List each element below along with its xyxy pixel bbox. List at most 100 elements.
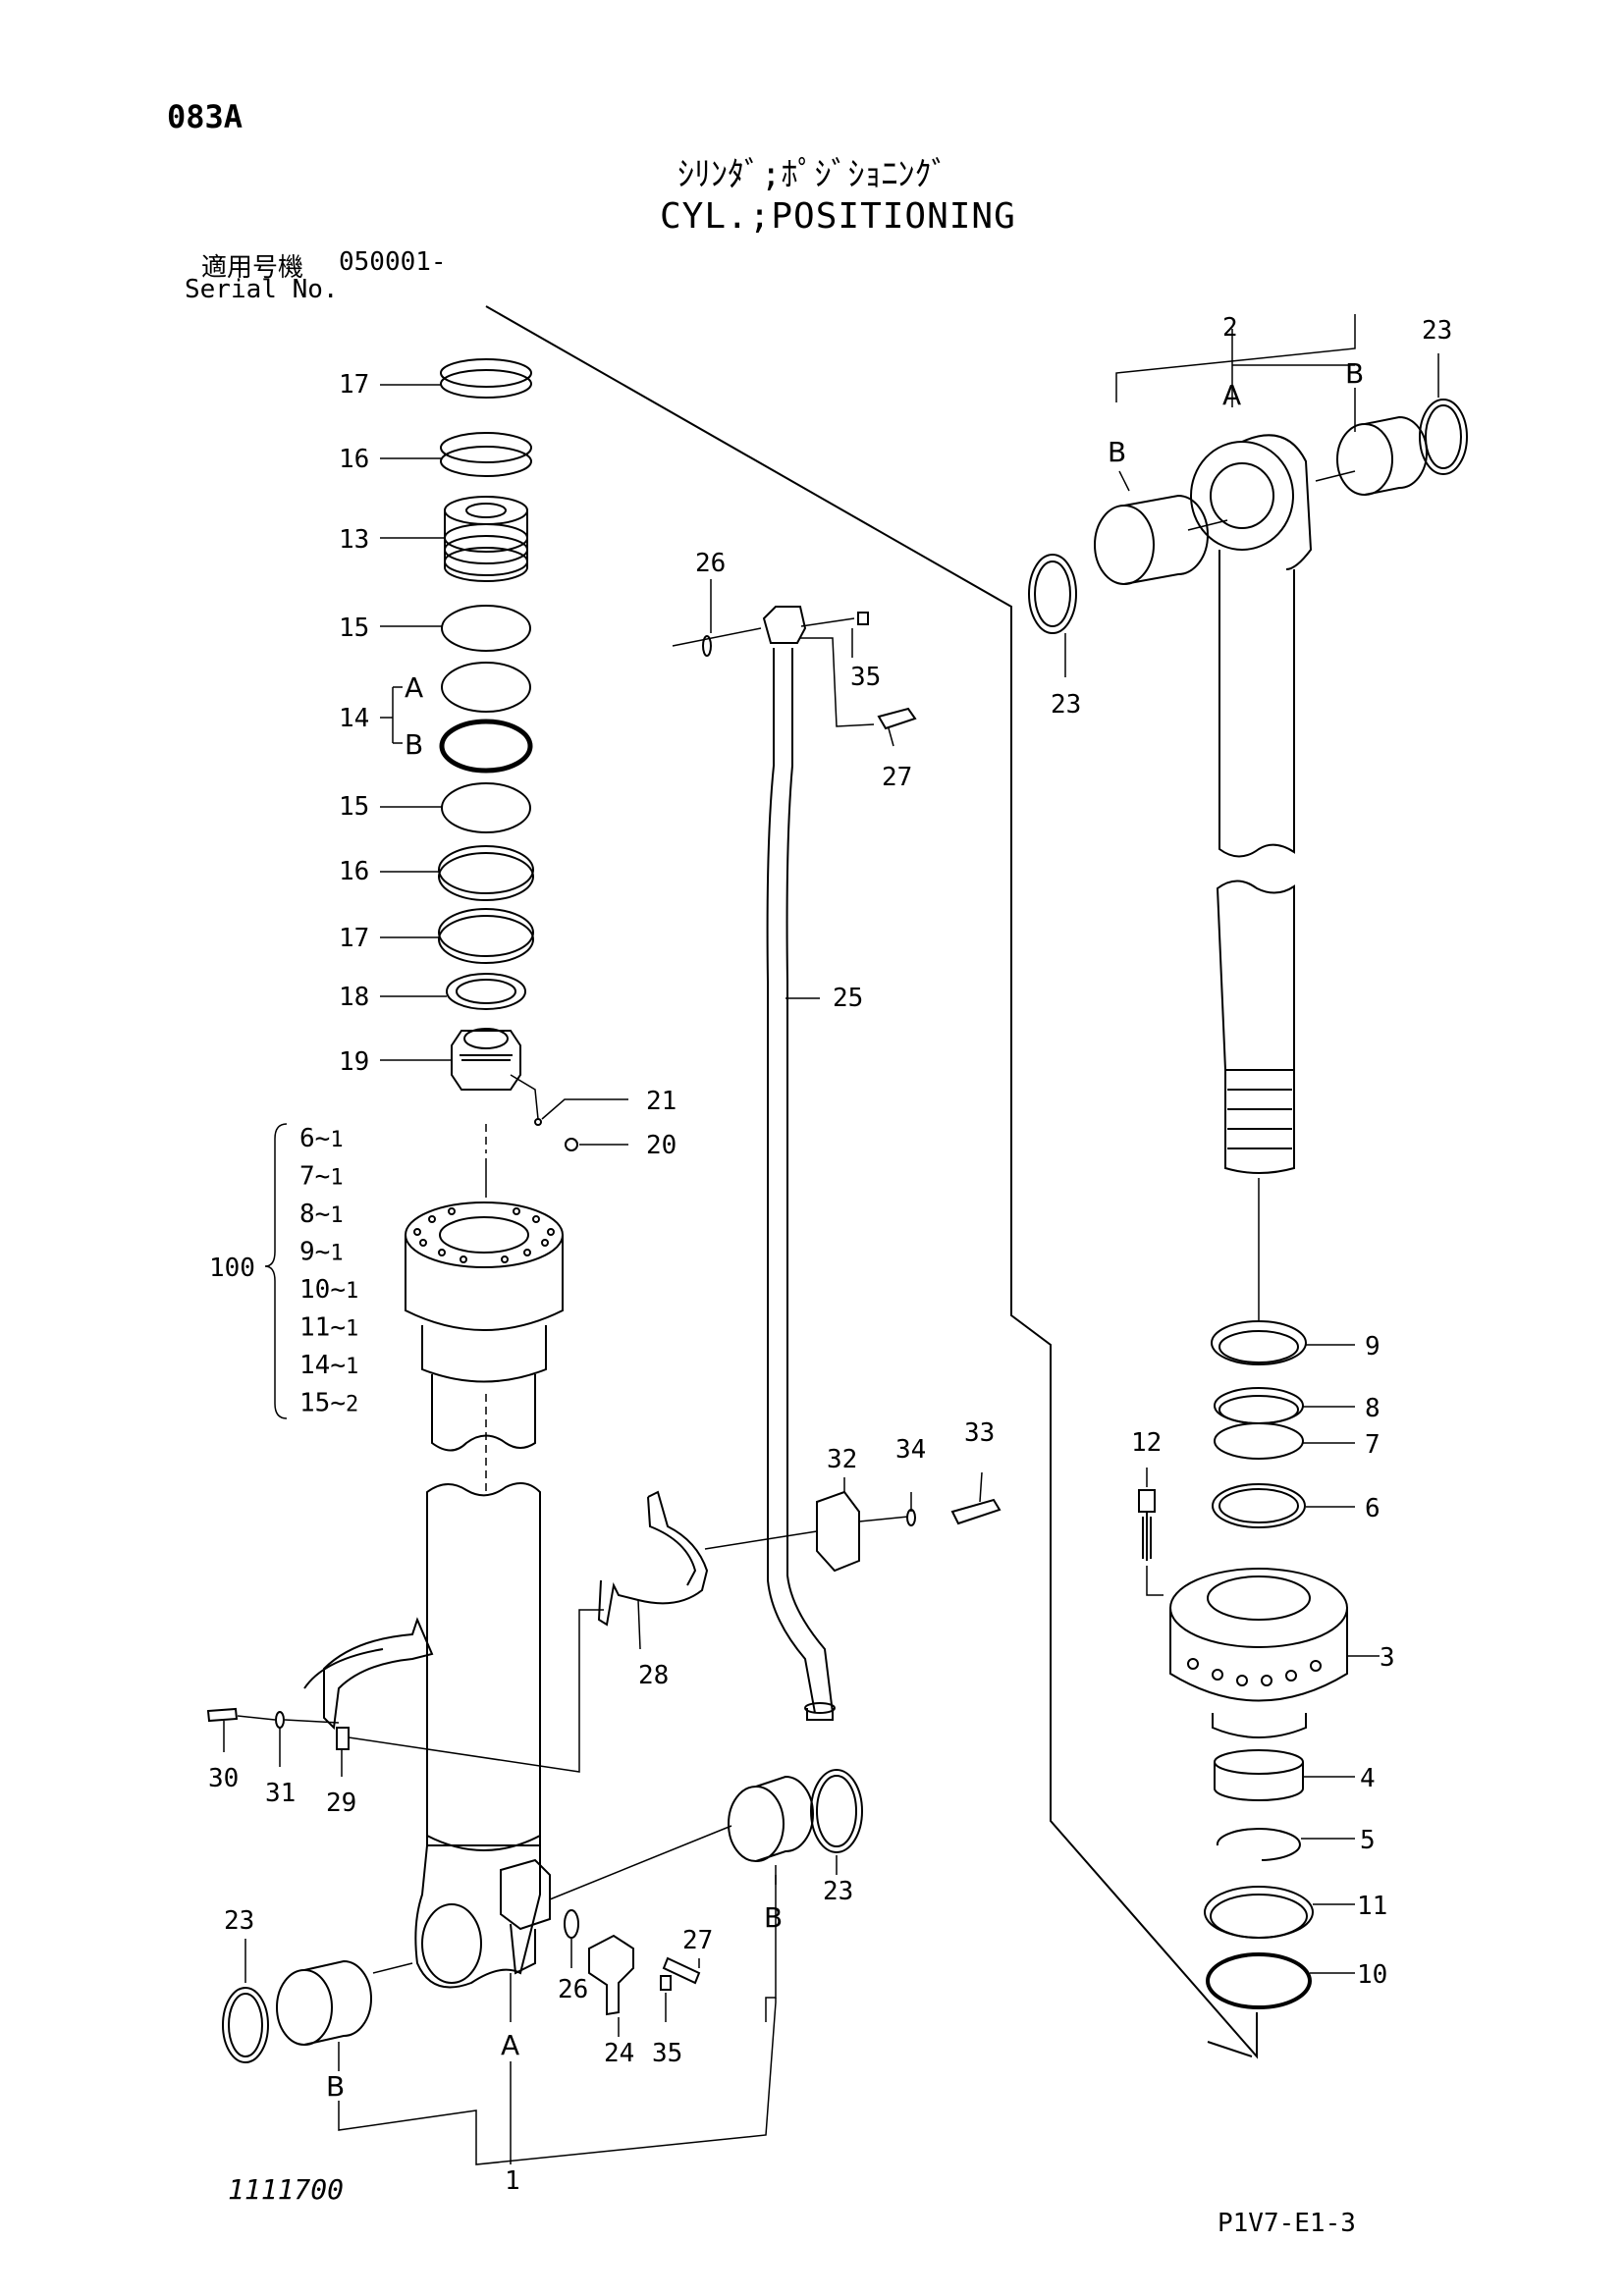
callout-34: 34 <box>895 1435 926 1465</box>
leader-lines <box>223 314 1439 2165</box>
part-28-clamp <box>597 1490 709 1627</box>
callout-18: 18 <box>339 983 369 1012</box>
part-29-clamp <box>303 1617 434 1750</box>
part-2-piston-rod <box>1190 434 1313 1174</box>
part-26-upper-oring <box>702 635 712 657</box>
kit-100-item-part: 10 <box>299 1275 330 1305</box>
part-18-washer <box>446 973 526 1010</box>
part-4-bushing <box>1214 1749 1304 1801</box>
kit-100-item-sep: ~ <box>330 1275 346 1305</box>
part-14b-ring <box>439 719 533 774</box>
part-17-lower-ring <box>438 908 534 964</box>
title-japanese: ｼﾘﾝﾀﾞ;ﾎﾟｼﾞｼｮﾆﾝｸﾞ <box>677 155 948 194</box>
part-10-oring <box>1206 1952 1312 2009</box>
kit-100-item-qty: 1 <box>346 1317 358 1342</box>
cylinder-tube <box>414 1374 551 1989</box>
kit-100-item: 11~1 <box>299 1313 358 1343</box>
part-bushing-b-lower-right <box>728 1775 814 1862</box>
part-6-seal <box>1212 1483 1306 1528</box>
kit-100-item-qty: 1 <box>346 1279 358 1304</box>
callout-b-lower-right: B <box>764 1901 783 1934</box>
part-11-ring <box>1204 1886 1314 1939</box>
kit-100-item-sep: ~ <box>315 1200 331 1229</box>
callout-21: 21 <box>646 1087 677 1116</box>
part-5-snap-ring <box>1216 1828 1301 1861</box>
callout-16-upper: 16 <box>339 445 369 474</box>
callout-35-upper: 35 <box>850 663 881 692</box>
callout-2: 2 <box>1222 313 1238 343</box>
callout-14: 14 <box>339 704 369 733</box>
kit-100-item-sep: ~ <box>315 1124 331 1153</box>
part-16-lower-ring <box>438 845 534 901</box>
part-20-screw <box>565 1138 578 1151</box>
callout-3: 3 <box>1380 1643 1395 1673</box>
part-21-pin <box>534 1118 542 1126</box>
kit-100-item-part: 9 <box>299 1238 315 1267</box>
part-23-seal-lower-right <box>810 1769 863 1853</box>
part-23-seal-lower-left <box>222 1987 269 2063</box>
kit-100-item-qty: 1 <box>330 1166 343 1191</box>
callout-24: 24 <box>604 2039 634 2068</box>
callout-30: 30 <box>208 1764 239 1793</box>
callout-23-upper-right: 23 <box>1422 316 1452 346</box>
callout-35-lower: 35 <box>652 2039 682 2068</box>
callout-7: 7 <box>1365 1430 1380 1460</box>
part-35-upper-plug <box>857 612 869 625</box>
kit-100-item-sep: ~ <box>330 1351 346 1380</box>
callout-15-upper: 15 <box>339 614 369 643</box>
callout-19: 19 <box>339 1047 369 1077</box>
part-27-upper-bolt <box>877 707 917 730</box>
part-34-washer <box>906 1509 916 1526</box>
callout-a-lower: A <box>501 2029 519 2061</box>
part-2-bushing-b-right <box>1336 415 1428 496</box>
sheet-code: P1V7-E1-3 <box>1218 2209 1356 2238</box>
part-2-bushing-b-left <box>1094 494 1209 585</box>
callout-29: 29 <box>326 1789 356 1818</box>
kit-100-item: 14~1 <box>299 1351 358 1380</box>
part-bushing-b-lower-left <box>276 1959 372 2046</box>
callout-16-lower: 16 <box>339 857 369 886</box>
kit-100-item-sep: ~ <box>315 1238 331 1267</box>
kit-100-item: 15~2 <box>299 1389 358 1418</box>
callout-27-upper: 27 <box>882 763 912 792</box>
kit-100-item-part: 15 <box>299 1389 330 1418</box>
callout-11: 11 <box>1357 1892 1387 1921</box>
kit-100-item-part: 14 <box>299 1351 330 1380</box>
callout-b-lower-left: B <box>326 2070 345 2103</box>
kit-100-item-part: 8 <box>299 1200 315 1229</box>
callout-13: 13 <box>339 525 369 555</box>
part-14a-ring <box>441 662 531 713</box>
callout-28: 28 <box>638 1661 669 1690</box>
kit-100-item: 9~1 <box>299 1238 344 1267</box>
callout-4: 4 <box>1360 1764 1376 1793</box>
callout-14-b: B <box>405 728 423 761</box>
callout-23-lower-left: 23 <box>224 1906 254 1936</box>
part-31-washer <box>275 1711 285 1729</box>
callout-100: 100 <box>209 1254 255 1283</box>
kit-100-item: 8~1 <box>299 1200 344 1229</box>
callout-17-lower: 17 <box>339 924 369 953</box>
cylinder-head <box>405 1201 564 1383</box>
kit-100-item: 6~1 <box>299 1124 344 1153</box>
part-3-rod-cover <box>1169 1568 1348 1738</box>
kit-100-item-part: 11 <box>299 1313 330 1343</box>
kit-100-item-part: 7 <box>299 1162 315 1192</box>
kit-100-item-qty: 1 <box>346 1355 358 1379</box>
kit-100-item-sep: ~ <box>330 1389 346 1418</box>
kit-100-list: 6~17~18~19~110~111~114~115~2 <box>299 1124 358 1418</box>
callout-2-a: A <box>1222 379 1241 411</box>
kit-100-item-qty: 1 <box>330 1128 343 1152</box>
callout-25: 25 <box>833 984 863 1013</box>
part-13-piston <box>444 496 528 582</box>
drawing-number: 1111700 <box>228 2173 345 2206</box>
callout-33: 33 <box>964 1418 995 1448</box>
kit-100-item: 10~1 <box>299 1275 358 1305</box>
callout-17-upper: 17 <box>339 370 369 400</box>
part-24-elbow <box>588 1934 634 2016</box>
kit-100-item-qty: 2 <box>346 1393 358 1417</box>
kit-100-item-part: 6 <box>299 1124 315 1153</box>
callout-20: 20 <box>646 1131 677 1160</box>
callout-1: 1 <box>505 2166 520 2196</box>
callout-23-lower-right: 23 <box>823 1877 853 1906</box>
kit-100-item-qty: 1 <box>330 1242 343 1266</box>
